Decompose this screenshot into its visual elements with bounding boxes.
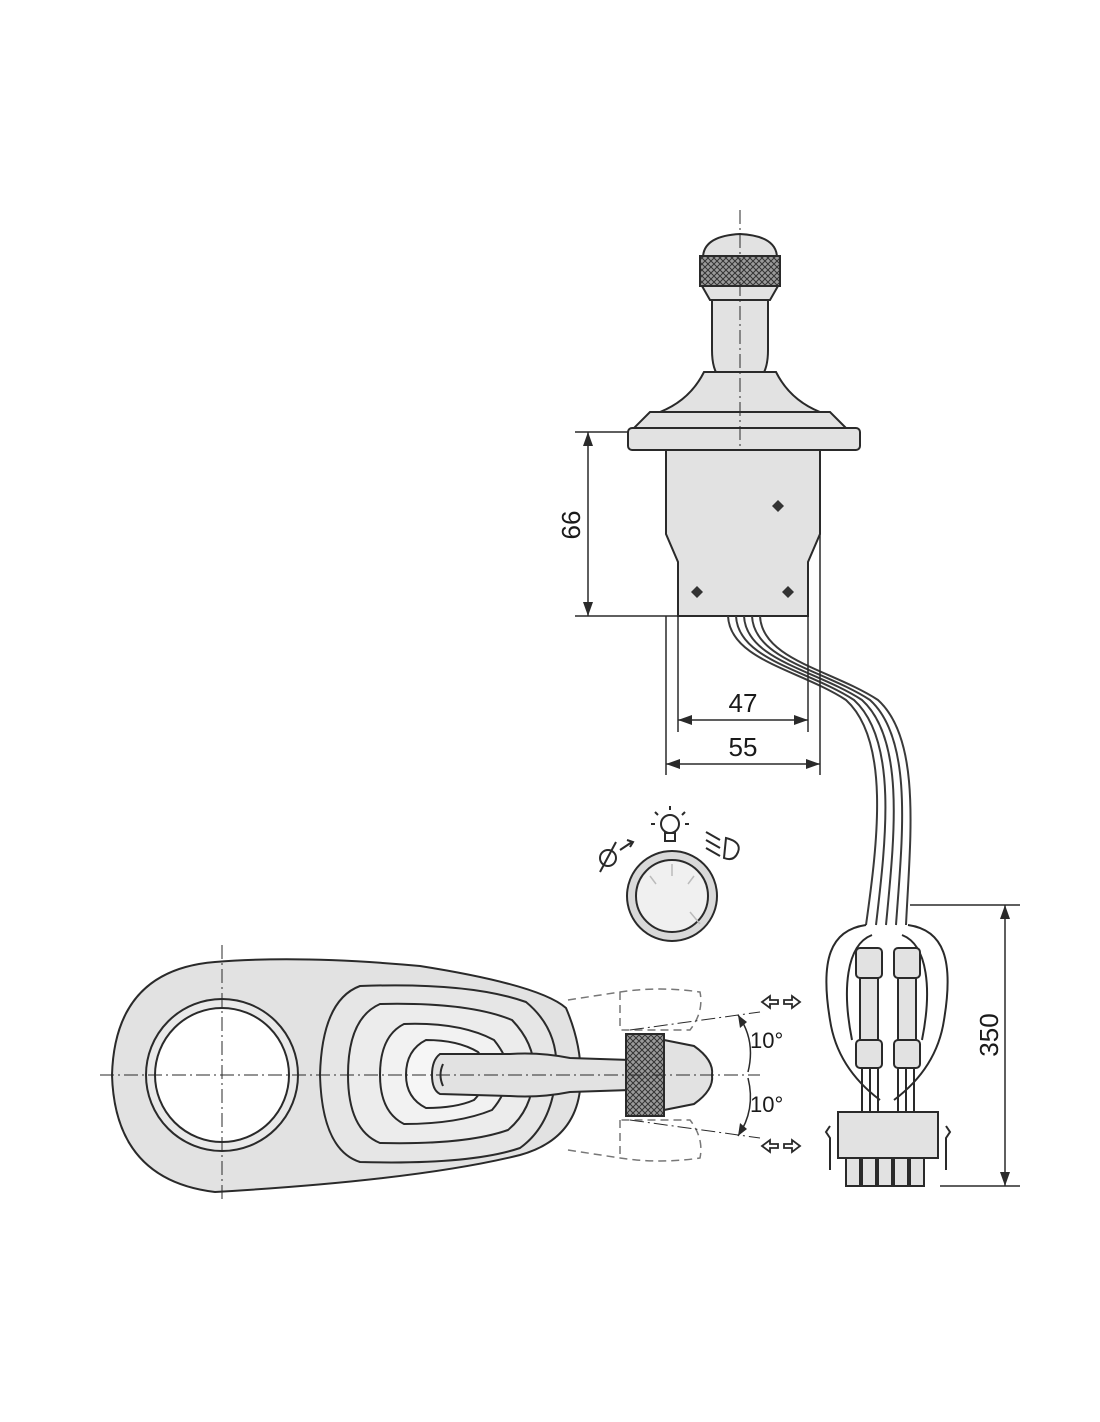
- screw-icon: [691, 500, 794, 598]
- angle-arcs: [737, 1014, 752, 1137]
- dimension-47: [677, 616, 809, 732]
- tilt-positions-dashed: [567, 988, 702, 1162]
- mounting-flange: [627, 427, 861, 451]
- plug-body: [837, 1111, 939, 1159]
- dimension-66-label: 66: [556, 511, 586, 540]
- joystick-side-view: [627, 232, 861, 617]
- rotation-icon: [599, 839, 635, 873]
- connector-assembly: [824, 924, 952, 1187]
- lever-top-view: [430, 1052, 631, 1098]
- dimension-66: [575, 431, 678, 617]
- direction-arrow-icon: [760, 994, 802, 1154]
- dimension-350-label: 350: [974, 1013, 1004, 1056]
- joystick-top-view: [110, 958, 714, 1194]
- angle-down-label: 10°: [750, 1092, 783, 1117]
- cable-bundle: [727, 615, 912, 926]
- angle-up-label: 10°: [750, 1028, 783, 1053]
- dimension-350: [910, 904, 1020, 1187]
- knob-dial-icon: [626, 850, 718, 942]
- plug-pins: [845, 1157, 925, 1187]
- high-beam-icon: [705, 831, 740, 861]
- lamp-icon: [651, 806, 689, 842]
- housing: [665, 449, 821, 617]
- dimension-55: [665, 534, 821, 775]
- dimension-47-label: 47: [729, 688, 758, 718]
- dimension-55-label: 55: [729, 732, 758, 762]
